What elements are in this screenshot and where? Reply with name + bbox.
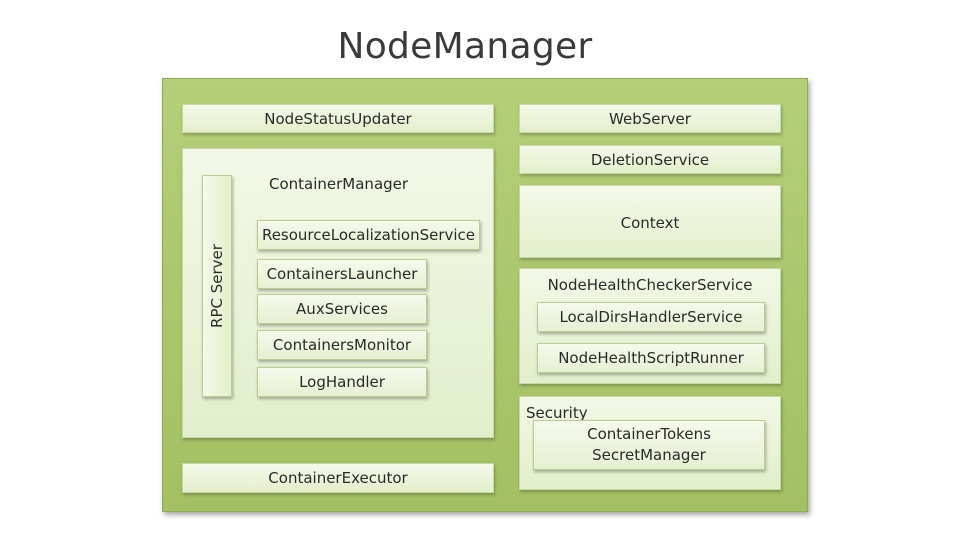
container-tokens-line: ContainerTokens xyxy=(587,425,711,443)
containers-monitor-box: ContainersMonitor xyxy=(257,330,427,360)
local-dirs-handler-service-box: LocalDirsHandlerService xyxy=(537,302,765,332)
aux-services-box: AuxServices xyxy=(257,294,427,324)
node-health-checker-label: NodeHealthCheckerService xyxy=(547,276,753,294)
deletion-service-box: DeletionService xyxy=(519,145,781,174)
container-tokens-secret-manager-box: ContainerTokens SecretManager xyxy=(533,420,765,470)
rpc-server-label: RPC Server xyxy=(208,244,226,328)
containers-launcher-box: ContainersLauncher xyxy=(257,259,427,289)
log-handler-box: LogHandler xyxy=(257,367,427,397)
node-status-updater-box: NodeStatusUpdater xyxy=(182,104,494,133)
web-server-box: WebServer xyxy=(519,104,781,133)
diagram-title: NodeManager xyxy=(337,26,593,67)
secret-manager-line: SecretManager xyxy=(592,446,706,464)
rpc-server-box: RPC Server xyxy=(202,175,232,397)
node-health-script-runner-box: NodeHealthScriptRunner xyxy=(537,343,765,373)
container-executor-box: ContainerExecutor xyxy=(182,463,494,493)
security-label: Security xyxy=(526,404,588,422)
container-manager-label: ContainerManager xyxy=(269,175,409,193)
resource-localization-service-box: ResourceLocalizationService xyxy=(257,220,480,250)
context-box: Context xyxy=(519,185,781,258)
